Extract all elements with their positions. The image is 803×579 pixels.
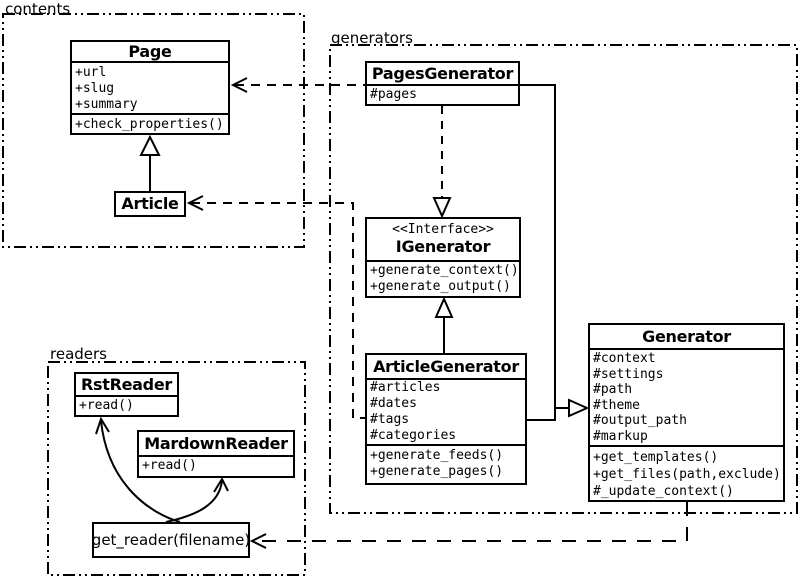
method: +generate_pages() <box>370 464 504 479</box>
methods-rstreader: +read() <box>76 397 177 415</box>
attributes-articlegenerator: #articles #dates #tags #categories <box>367 380 525 446</box>
class-box-igenerator: <<Interface>> IGenerator +generate_conte… <box>365 217 521 298</box>
class-box-generator: Generator #context #settings #path #them… <box>588 323 785 502</box>
inheritance-arrow-generators-to-generator <box>520 84 590 421</box>
methods-generator: +get_templates() +get_files(path,exclude… <box>590 447 783 500</box>
attribute: #output_path <box>593 413 687 428</box>
node-get-reader-label: get_reader(filename) <box>91 531 251 549</box>
attribute: #context <box>593 351 656 366</box>
stereotype-interface: <<Interface>> <box>392 222 494 237</box>
class-name-igenerator: <<Interface>> IGenerator <box>367 219 519 262</box>
package-border-generators <box>329 44 798 514</box>
class-box-article: Article <box>114 191 186 217</box>
node-get-reader: get_reader(filename) <box>92 522 250 558</box>
class-name-mardownreader: MardownReader <box>139 432 293 457</box>
class-name-article: Article <box>121 194 179 213</box>
class-box-page: Page +url +slug +summary +check_properti… <box>70 40 230 135</box>
package-label-generators: generators <box>331 29 413 47</box>
attribute: #articles <box>370 380 441 395</box>
method: +read() <box>142 458 197 473</box>
method: +generate_feeds() <box>370 448 504 463</box>
package-label-contents: contents <box>5 0 71 18</box>
methods-page: +check_properties() <box>72 115 228 134</box>
class-name-rstreader: RstReader <box>76 374 177 397</box>
class-name-pagesgenerator: PagesGenerator <box>367 63 518 86</box>
dependency-arrow-generator-to-get-reader <box>249 502 688 549</box>
class-name-articlegenerator: ArticleGenerator <box>367 355 525 380</box>
method: #_update_context() <box>593 484 734 499</box>
class-box-pagesgenerator: PagesGenerator #pages <box>365 61 520 106</box>
methods-mardownreader: +read() <box>139 457 293 476</box>
class-box-rstreader: RstReader +read() <box>74 372 179 417</box>
dependency-arrow-articlegenerator-to-article <box>186 195 365 419</box>
attribute: #settings <box>593 366 664 382</box>
package-border-contents <box>2 13 305 248</box>
class-name-page: Page <box>72 42 228 63</box>
curved-arrow-get-reader-to-rstreader <box>95 416 181 523</box>
method: +read() <box>79 398 134 413</box>
method: +get_files(path,exclude) <box>593 467 781 482</box>
curved-arrow-get-reader-to-mardownreader <box>165 476 229 523</box>
method: +get_templates() <box>593 450 719 465</box>
methods-igenerator: +generate_context() +generate_output() <box>367 262 519 296</box>
attribute: +summary <box>75 97 138 112</box>
realization-arrow-articlegenerator-to-igenerator <box>434 296 454 353</box>
attribute: #path <box>593 382 633 397</box>
class-name-text: IGenerator <box>395 237 491 256</box>
methods-articlegenerator: +generate_feeds() +generate_pages() <box>367 446 525 483</box>
class-box-mardownreader: MardownReader +read() <box>137 430 295 478</box>
class-name-generator: Generator <box>590 325 783 350</box>
attribute: #categories <box>370 428 457 443</box>
attribute: #dates <box>370 396 417 411</box>
attribute: #theme <box>593 397 640 413</box>
attributes-generator: #context #settings #path #theme #output_… <box>590 350 783 447</box>
package-border-readers <box>47 361 306 576</box>
inheritance-arrow-article-to-page <box>139 134 161 191</box>
method: +generate_context() <box>370 263 519 278</box>
method: +generate_output() <box>370 279 511 294</box>
attribute: +url <box>75 65 107 80</box>
package-label-readers: readers <box>50 345 107 363</box>
attribute: #pages <box>370 87 417 102</box>
dependency-arrow-pagesgenerator-to-igenerator <box>432 106 452 219</box>
attributes-page: +url +slug +summary <box>72 63 228 115</box>
attribute: #tags <box>370 412 410 427</box>
method: +check_properties() <box>75 117 224 132</box>
attribute: +slug <box>75 81 115 96</box>
dependency-arrow-pagesgenerator-to-page <box>230 77 365 93</box>
class-box-articlegenerator: ArticleGenerator #articles #dates #tags … <box>365 353 527 485</box>
attribute: #markup <box>593 428 648 444</box>
attributes-pagesgenerator: #pages <box>367 86 518 104</box>
